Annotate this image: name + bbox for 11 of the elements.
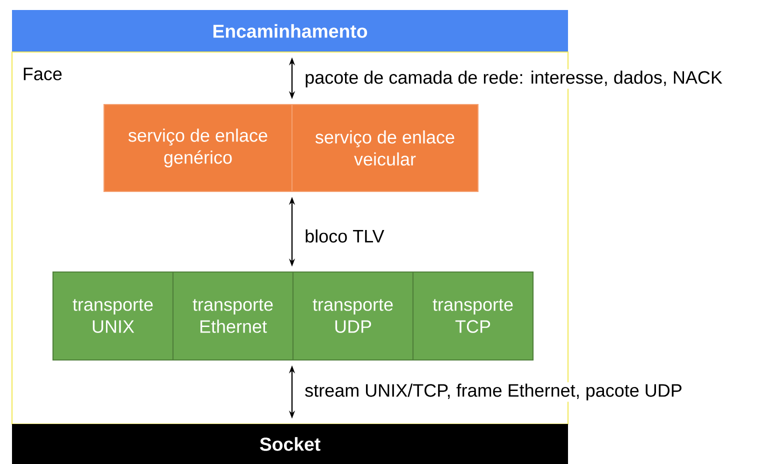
edge-label: pacote de camada de rede: interesse, dados, NACK [303, 69, 724, 89]
transport-box: transporte TCP [412, 271, 534, 361]
service-box: serviço de enlace veicular [291, 104, 479, 192]
transport-box: transporte UDP [292, 271, 414, 361]
socket-bar: Socket [12, 424, 568, 464]
transport-box: transporte UNIX [52, 271, 174, 361]
service-box: serviço de enlace genérico [103, 104, 293, 192]
edge-label: bloco TLV [303, 228, 386, 244]
edge-label: stream UNIX/TCP, frame Ethernet, pacote UDP [303, 382, 684, 402]
transport-box: transporte Ethernet [172, 271, 294, 361]
routing-bar: Encaminhamento [12, 10, 568, 52]
